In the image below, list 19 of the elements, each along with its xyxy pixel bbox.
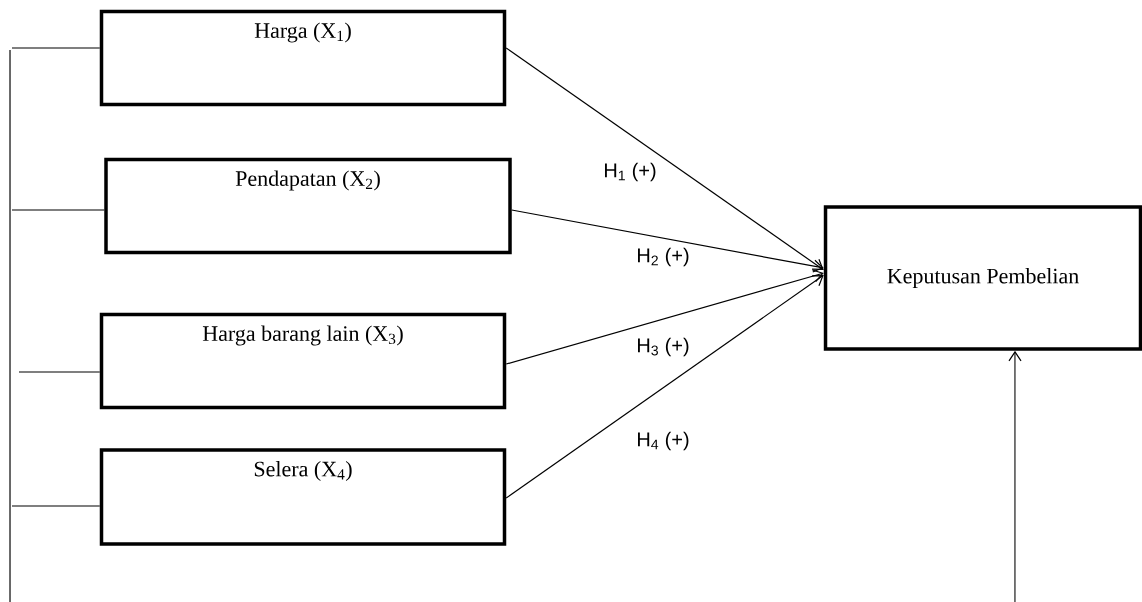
variable-box: Harga (X$_{1}$) <box>99 9 507 107</box>
variable-box: Keputusan Pembelian <box>823 205 1142 351</box>
connector-line <box>11 209 105 211</box>
arrow <box>505 47 824 270</box>
bracket-line <box>9 49 11 602</box>
edge-label: H$_{3}$ (+) <box>635 336 691 358</box>
connector-line <box>11 505 101 507</box>
connector-line <box>11 47 101 49</box>
edge-label: H$_{1}$ (+) <box>602 161 658 183</box>
variable-box: Harga barang lain (X$_{3}$) <box>99 312 507 410</box>
arrow <box>505 269 824 365</box>
connector-line <box>18 371 101 373</box>
edge-label: H$_{2}$ (+) <box>635 246 691 268</box>
arrow <box>511 209 824 273</box>
arrow <box>505 275 824 499</box>
variable-box: Pendapatan (X$_{2}$) <box>104 157 512 255</box>
arrow <box>1008 350 1022 602</box>
edge-label: H$_{4}$ (+) <box>635 430 691 452</box>
variable-box: Selera (X$_{4}$) <box>99 448 507 546</box>
